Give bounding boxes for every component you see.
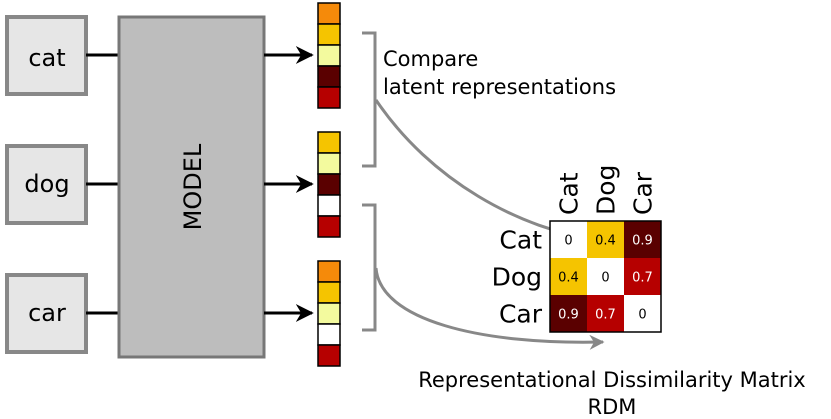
rdm-value-2-0: 0.9 <box>558 308 579 323</box>
vector-car-cell-1 <box>317 281 341 304</box>
rdm-cell-1-0 <box>550 258 587 295</box>
input-car-label: car <box>28 299 66 327</box>
rdm-value-0-2: 0.9 <box>632 234 653 249</box>
rdm-border <box>549 220 662 333</box>
input-cat: cat <box>5 15 88 96</box>
rdm-cell-0-2 <box>624 221 661 258</box>
annotation-compare: Compare <box>383 47 478 71</box>
rdm-value-1-1: 0 <box>601 271 609 286</box>
vector-cat-cell-4 <box>317 86 341 109</box>
rdm-value-0-0: 0 <box>564 234 572 249</box>
bracket-dog-car <box>362 203 377 332</box>
rdm-cell-0-0 <box>550 221 587 258</box>
latent-vector-cat <box>317 2 341 109</box>
rdm-value-2-2: 0 <box>638 308 646 323</box>
rdm-cell-2-2 <box>624 295 661 332</box>
rdm-title: Representational Dissimilarity Matrix <box>418 368 806 392</box>
vector-cat-cell-3 <box>317 65 341 88</box>
vector-car-cell-2 <box>317 302 341 325</box>
vector-car-cell-0 <box>317 260 341 283</box>
rdm-row-label-car: Car <box>499 300 543 329</box>
rdm-cell-1-1 <box>587 258 624 295</box>
rdm-cell-2-0 <box>550 295 587 332</box>
model-label: MODEL <box>179 143 207 230</box>
input-car: car <box>5 273 88 354</box>
curve-to-car-dog-cell <box>374 267 605 350</box>
model-block: MODEL <box>117 15 266 359</box>
vector-dog-cell-1 <box>317 152 341 175</box>
rdm-col-label-car: Car <box>629 171 658 215</box>
bracket-cat-dog <box>362 31 377 168</box>
vector-dog-cell-2 <box>317 173 341 196</box>
rdm-cell-2-1 <box>587 295 624 332</box>
rdm-cell-0-1 <box>587 221 624 258</box>
vector-dog-cell-3 <box>317 194 341 217</box>
vector-car-cell-3 <box>317 323 341 346</box>
vector-cat-cell-2 <box>317 44 341 67</box>
rdm-title-abbrev: RDM <box>588 395 637 419</box>
rdm-row-label-cat: Cat <box>499 226 542 255</box>
input-dog: dog <box>5 144 88 225</box>
rdm-cell-1-2 <box>624 258 661 295</box>
rdm-row-label-dog: Dog <box>492 263 542 292</box>
curve-to-cat-dog-cell <box>374 99 602 246</box>
rdm-col-label-dog: Dog <box>592 165 621 215</box>
vector-dog-cell-4 <box>317 215 341 238</box>
vector-cat-cell-0 <box>317 2 341 25</box>
input-cat-label: cat <box>28 44 65 72</box>
annotation-latent: latent representations <box>383 75 616 99</box>
vector-dog-cell-0 <box>317 131 341 154</box>
rdm-value-1-2: 0.7 <box>632 271 653 286</box>
rdm-value-1-0: 0.4 <box>558 271 579 286</box>
vector-car-cell-4 <box>317 344 341 367</box>
rdm-value-2-1: 0.7 <box>595 308 616 323</box>
latent-vector-car <box>317 260 341 367</box>
rdm-col-label-cat: Cat <box>555 172 584 215</box>
vector-cat-cell-1 <box>317 23 341 46</box>
input-dog-label: dog <box>24 170 69 198</box>
latent-vector-dog <box>317 131 341 238</box>
rdm-value-0-1: 0.4 <box>595 234 616 249</box>
